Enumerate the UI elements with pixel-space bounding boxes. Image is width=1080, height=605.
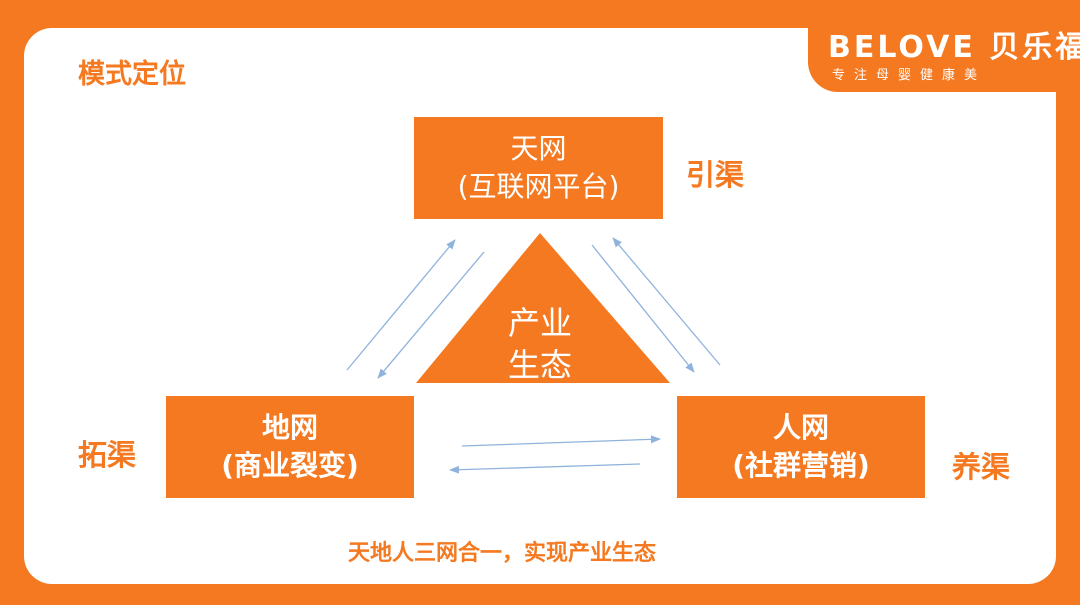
arrow-top-to-right <box>591 244 695 373</box>
node-people-subtitle: (社群营销) <box>732 449 870 482</box>
triangle-label-line1: 产业 <box>507 304 572 342</box>
label-expand-channel: 拓渠 <box>78 438 137 472</box>
node-sky-network: 天网 (互联网平台) <box>414 117 663 219</box>
industry-ecology-triangle <box>416 233 670 383</box>
arrow-right-to-left <box>449 463 641 474</box>
arrow-right-to-top <box>612 237 721 366</box>
node-sky-title: 天网 <box>510 132 567 165</box>
node-ground-subtitle: (商业裂变) <box>221 449 359 482</box>
node-ground-network: 地网 (商业裂变) <box>166 396 414 498</box>
node-ground-title: 地网 <box>261 411 318 444</box>
arrow-left-to-top <box>346 239 456 371</box>
label-nurture-channel: 养渠 <box>952 450 1011 484</box>
triangle-label-line2: 生态 <box>507 346 572 384</box>
node-sky-subtitle: (互联网平台) <box>457 170 620 203</box>
arrow-left-to-right <box>461 435 661 447</box>
label-attract-channel: 引渠 <box>686 158 745 192</box>
footer-summary: 天地人三网合一，实现产业生态 <box>348 541 657 566</box>
page-title: 模式定位 <box>78 59 186 90</box>
triangle-label: 产业 生态 <box>490 302 590 386</box>
node-people-network: 人网 (社群营销) <box>677 396 925 498</box>
brand-tagline: 专注母婴健康美 <box>832 68 987 83</box>
arrow-top-to-left <box>377 251 485 379</box>
node-people-title: 人网 <box>772 411 829 444</box>
logo-tab <box>808 0 1080 92</box>
brand-logo: BELOVE 贝乐福 <box>828 30 1080 65</box>
